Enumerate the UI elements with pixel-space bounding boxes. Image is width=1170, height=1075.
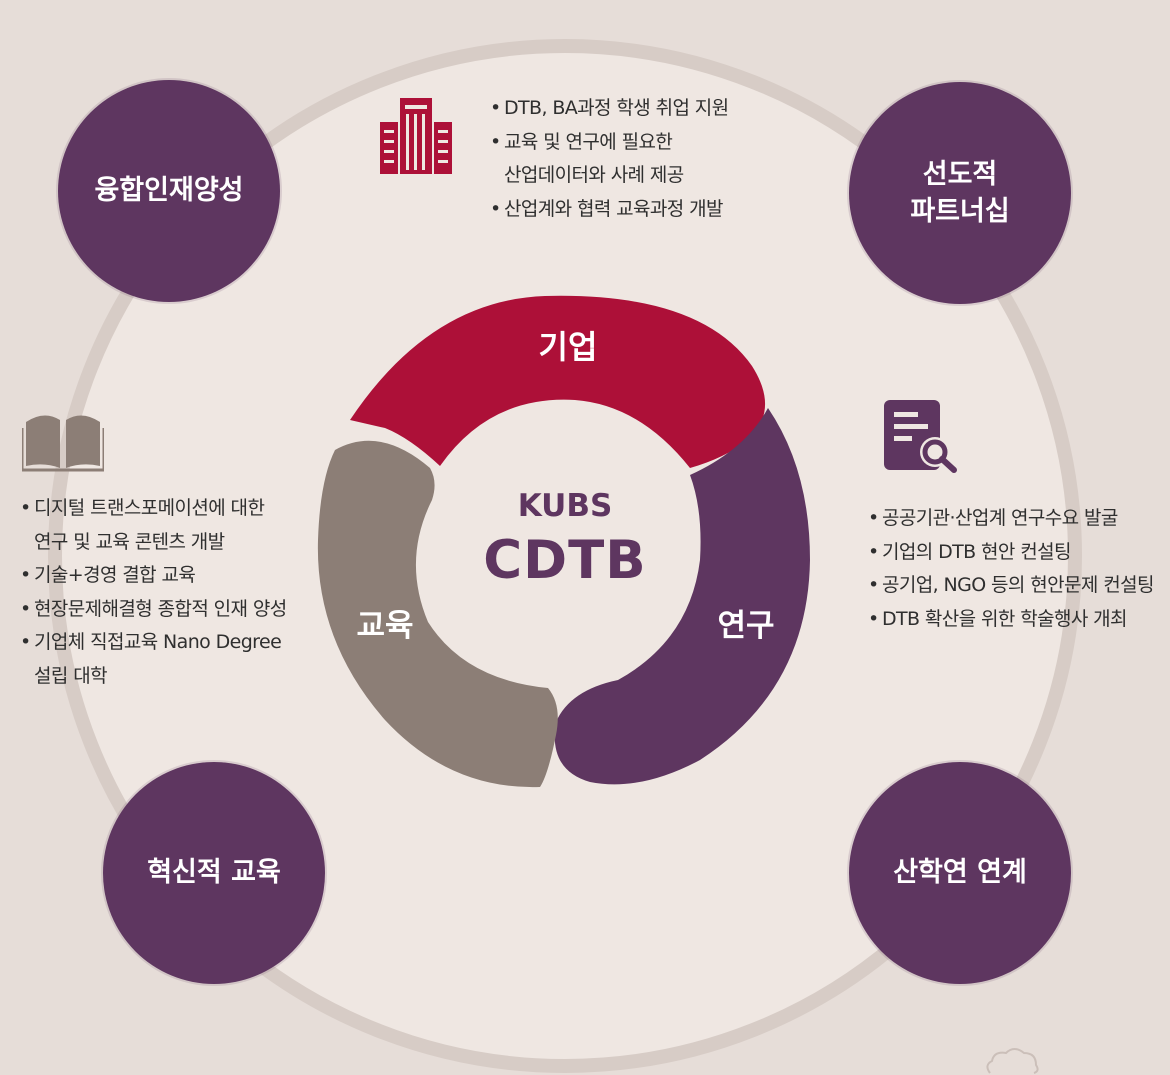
list-item: 공기업, NGO 등의 현안문제 컨설팅 [868,569,1154,603]
education-bullet-list: 디지털 트랜스포메이션에 대한 연구 및 교육 콘텐츠 개발 기술+경영 결합 … [20,492,287,693]
segment-industry [350,295,766,468]
segment-label-research: 연구 [717,608,775,644]
segment-research [554,408,810,785]
badge-leading-partnership: 선도적 파트너십 [849,82,1071,304]
list-item: 산업계와 협력 교육과정 개발 [490,193,729,227]
research-bullet-list: 공공기관·산업계 연구수요 발굴 기업의 DTB 현안 컨설팅 공기업, NGO… [868,502,1154,636]
industry-bullet-list: DTB, BA과정 학생 취업 지원 교육 및 연구에 필요한 산업데이터와 사… [490,92,729,226]
cloud-outline-icon [986,1048,1039,1074]
list-item: 공공기관·산업계 연구수요 발굴 [868,502,1154,536]
badge-industry-academia-link: 산학연 연계 [849,762,1071,984]
segment-label-education: 교육 [356,608,414,644]
open-book-icon [22,415,104,472]
list-item: 기업의 DTB 현안 컨설팅 [868,536,1154,570]
list-item: 디지털 트랜스포메이션에 대한 연구 및 교육 콘텐츠 개발 [20,492,287,559]
list-item: 교육 및 연구에 필요한 산업데이터와 사례 제공 [490,126,729,193]
list-item: 기술+경영 결합 교육 [20,559,287,593]
document-search-icon [884,400,957,473]
badge-innovative-education: 혁신적 교육 [103,762,325,984]
center-title: CDTB [483,530,647,591]
badge-talent-development: 융합인재양성 [58,80,280,302]
building-icon [380,98,452,174]
list-item: DTB, BA과정 학생 취업 지원 [490,92,729,126]
center-subtitle: KUBS [517,488,613,524]
list-item: 기업체 직접교육 Nano Degree 설립 대학 [20,626,287,693]
segment-education [317,440,558,788]
list-item: DTB 확산을 위한 학술행사 개최 [868,603,1154,637]
list-item: 현장문제해결형 종합적 인재 양성 [20,593,287,627]
segment-label-industry: 기업 [538,328,598,366]
